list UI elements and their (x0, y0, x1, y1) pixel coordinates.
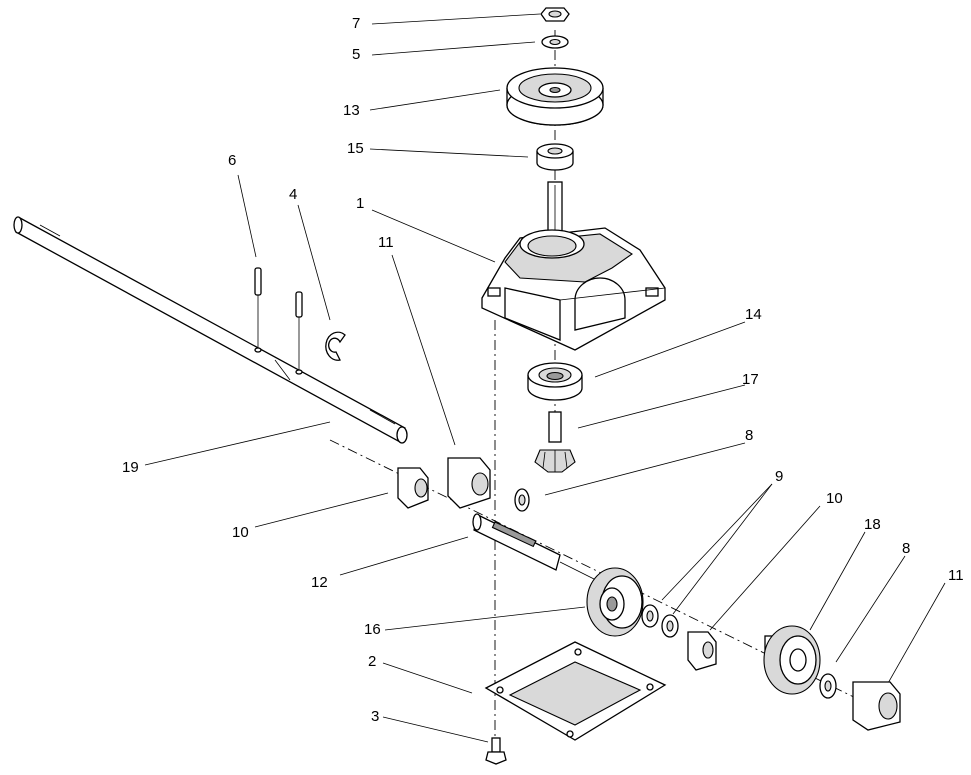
callout-3: 3 (371, 708, 380, 725)
callout-1: 1 (356, 195, 365, 212)
callout-14: 14 (745, 306, 762, 323)
callout-8-lower: 8 (902, 540, 911, 557)
part-16-bevel-gear (586, 567, 644, 637)
callout-7: 7 (352, 15, 361, 32)
callout-11-upper: 11 (378, 234, 394, 251)
callout-18: 18 (864, 516, 881, 533)
part-12-keyed-shaft (472, 513, 601, 583)
callout-2: 2 (368, 653, 377, 670)
callout-17: 17 (742, 371, 759, 388)
callout-9: 9 (775, 468, 784, 485)
part-7-hex-nut (540, 7, 570, 22)
callout-10-right: 10 (826, 490, 843, 507)
part-18-drive-gear (763, 625, 821, 695)
part-13-pulley (506, 67, 604, 126)
part-17-pinion-shaft (534, 411, 576, 473)
callout-4: 4 (289, 186, 298, 203)
part-8-thrust-washer-upper (514, 488, 530, 512)
part-19-axle-shaft (13, 216, 408, 444)
part-10-bushing-right (687, 631, 717, 671)
part-10-bushing-left (397, 467, 429, 509)
callout-15: 15 (347, 140, 364, 157)
leader-lines (144, 13, 946, 743)
callout-19: 19 (122, 459, 139, 476)
part-15-spacer (536, 143, 574, 171)
callout-5: 5 (352, 46, 361, 63)
part-9-washers (641, 604, 679, 638)
part-5-washer (541, 35, 569, 49)
part-8-washer-lower (819, 673, 837, 699)
part-4-retaining-clip (325, 331, 346, 361)
callout-11-lower: 11 (948, 567, 964, 584)
callout-12: 12 (311, 574, 328, 591)
callout-13: 13 (343, 102, 360, 119)
callout-6: 6 (228, 152, 237, 169)
callout-8-upper: 8 (745, 427, 754, 444)
part-11-bushing-upper (447, 457, 491, 509)
part-pin-2 (295, 291, 303, 372)
callout-10-left: 10 (232, 524, 249, 541)
part-11-bushing-lower (852, 681, 901, 731)
callout-16: 16 (364, 621, 381, 638)
part-2-cover-plate (484, 641, 667, 741)
part-1-gear-housing (481, 181, 666, 351)
part-6-pin (254, 267, 262, 350)
part-3-bolt (485, 737, 507, 765)
part-14-bearing (527, 362, 583, 401)
